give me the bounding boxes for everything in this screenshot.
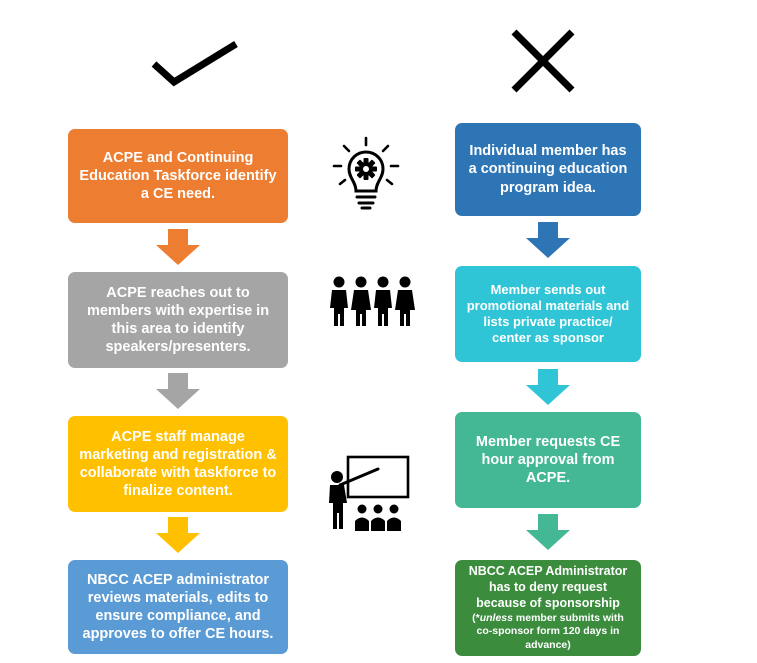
- right-step-4-text: NBCC ACEP Administrator has to deny requ…: [468, 564, 628, 610]
- left-step-2: ACPE reaches out to members with experti…: [68, 272, 288, 368]
- left-step-3-text: ACPE staff manage marketing and registra…: [79, 428, 277, 500]
- lightbulb-gear-icon: [332, 136, 400, 210]
- left-step-2-text: ACPE reaches out to members with experti…: [86, 284, 270, 356]
- arrow-down-teal: [526, 514, 570, 550]
- right-step-3-text: Member requests CE hour approval from AC…: [475, 433, 621, 487]
- arrow-down-cyan: [526, 369, 570, 405]
- left-step-1-text: ACPE and Continuing Education Taskforce …: [79, 149, 277, 203]
- note-emphasis: unless: [479, 612, 513, 625]
- right-step-2: Member sends out promotional materials a…: [455, 266, 641, 362]
- right-step-2-text: Member sends out promotional materials a…: [466, 281, 630, 346]
- note-prefix: (*: [472, 612, 480, 625]
- checkmark-icon: [151, 41, 238, 87]
- right-step-4: NBCC ACEP Administrator has to deny requ…: [455, 560, 641, 656]
- left-step-4-text: NBCC ACEP administrator reviews material…: [82, 571, 274, 643]
- right-step-1: Individual member has a continuing educa…: [455, 123, 641, 216]
- arrow-down-yellow: [156, 517, 200, 553]
- presenter-icon: [329, 455, 410, 531]
- arrow-down-orange: [156, 229, 200, 265]
- right-step-3: Member requests CE hour approval from AC…: [455, 412, 641, 508]
- x-mark-icon: [511, 29, 575, 93]
- left-step-1: ACPE and Continuing Education Taskforce …: [68, 129, 288, 223]
- arrow-down-blue: [526, 222, 570, 258]
- left-step-3: ACPE staff manage marketing and registra…: [68, 416, 288, 512]
- note-rest: member submits with co-sponsor form 120 …: [476, 612, 624, 651]
- right-step-4-note: (*unless member submits with co-sponsor …: [463, 612, 633, 651]
- left-step-4: NBCC ACEP administrator reviews material…: [68, 560, 288, 654]
- group-of-people-icon: [330, 276, 415, 326]
- arrow-down-gray: [156, 373, 200, 409]
- right-step-1-text: Individual member has a continuing educa…: [468, 143, 628, 196]
